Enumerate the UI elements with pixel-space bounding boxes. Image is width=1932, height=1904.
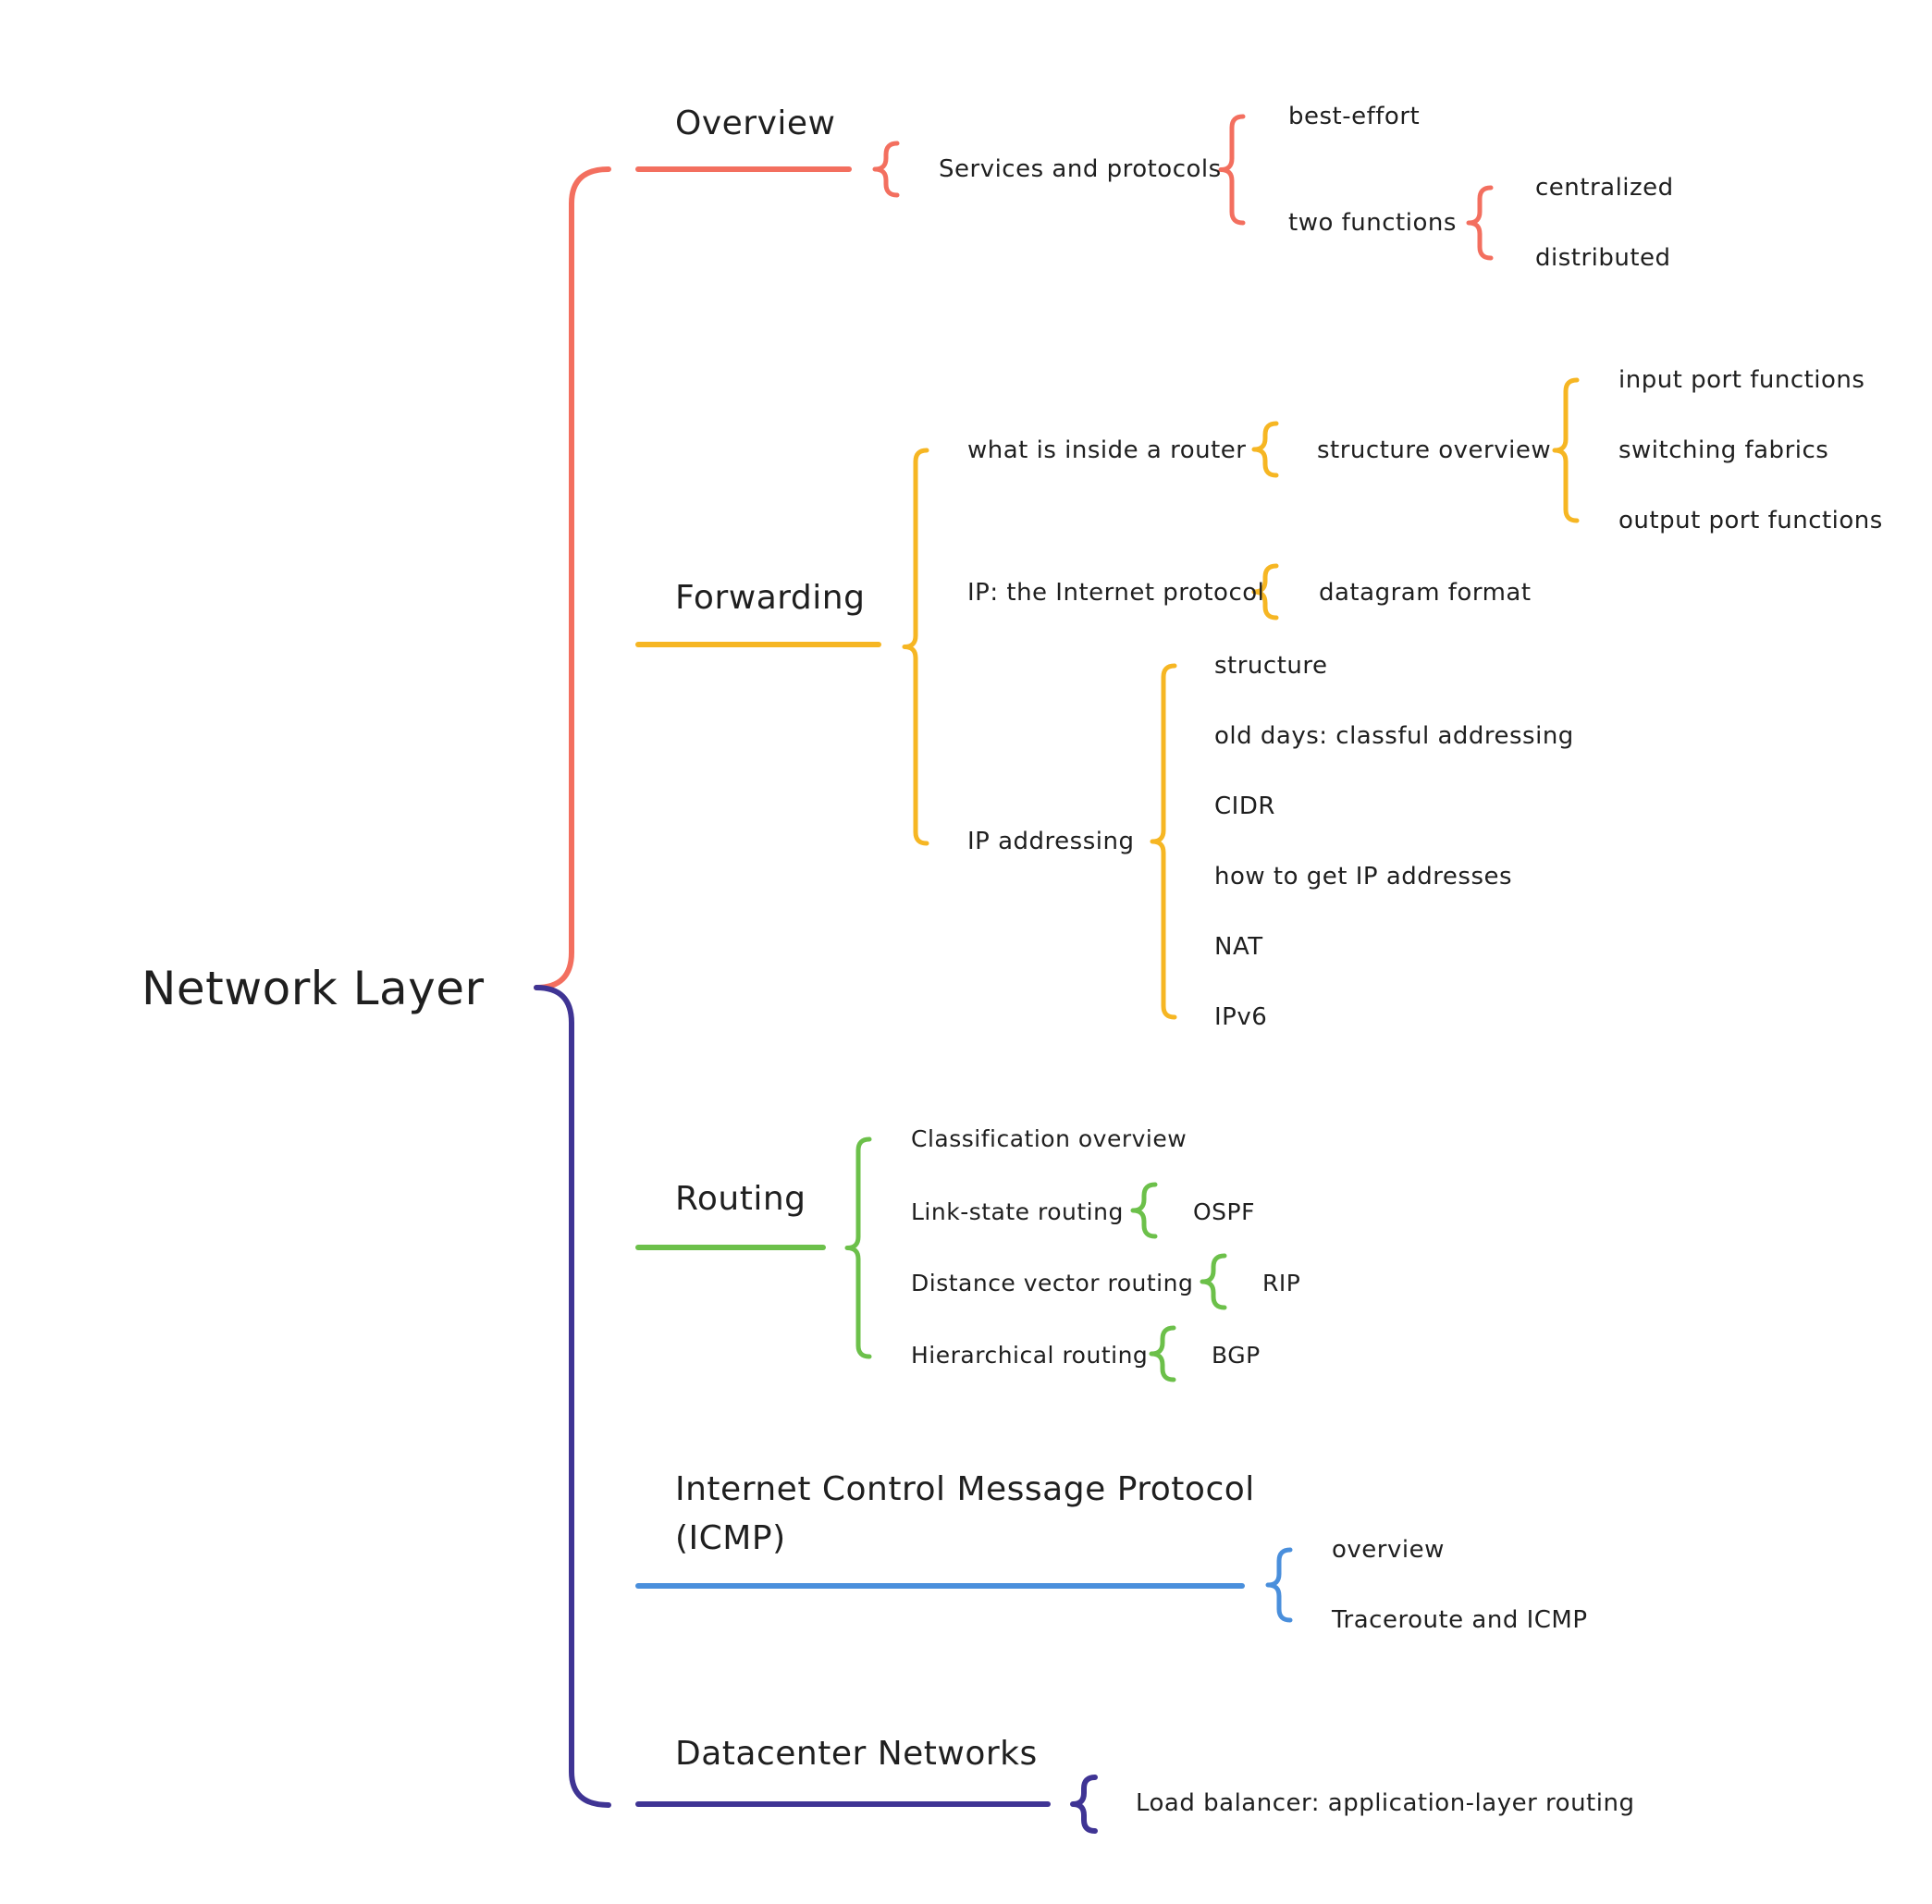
forwarding-ip: IP: the Internet protocol xyxy=(967,579,1265,607)
distance-vector-brace xyxy=(1200,1253,1227,1310)
addressing-item: structure xyxy=(1214,652,1328,680)
forwarding-structure-overview: structure overview xyxy=(1317,436,1552,464)
icmp-title-line2: (ICMP) xyxy=(675,1519,786,1557)
routing-classification: Classification overview xyxy=(911,1125,1188,1152)
routing-hierarchical: Hierarchical routing xyxy=(911,1342,1149,1369)
addressing-item: IPv6 xyxy=(1214,1003,1268,1031)
datacenter-title: Datacenter Networks xyxy=(675,1735,1038,1773)
routing-rip: RIP xyxy=(1262,1270,1301,1296)
overview-services: Services and protocols xyxy=(939,155,1222,183)
hierarchical-brace xyxy=(1149,1325,1176,1382)
root-brace-top xyxy=(534,166,611,990)
forwarding-brace xyxy=(902,448,929,846)
routing-ospf: OSPF xyxy=(1193,1198,1256,1225)
overview-distributed: distributed xyxy=(1535,244,1671,272)
forwarding-input-port: input port functions xyxy=(1618,366,1865,394)
forwarding-title: Forwarding xyxy=(675,579,866,617)
router-brace xyxy=(1251,421,1279,478)
routing-link-state: Link-state routing xyxy=(911,1198,1124,1225)
overview-title: Overview xyxy=(675,104,836,142)
routing-brace xyxy=(844,1136,872,1359)
forwarding-router: what is inside a router xyxy=(967,436,1247,464)
overview-two-functions: two functions xyxy=(1288,209,1457,237)
services-brace xyxy=(872,141,900,198)
root-label: Network Layer xyxy=(142,962,485,1015)
icmp-overview: overview xyxy=(1332,1536,1445,1564)
overview-centralized: centralized xyxy=(1535,174,1674,202)
datacenter-load-balancer: Load balancer: application-layer routing xyxy=(1136,1789,1635,1817)
forwarding-output-port: output port functions xyxy=(1618,507,1883,534)
two-functions-brace xyxy=(1466,185,1494,261)
ip-brace xyxy=(1251,563,1279,620)
datacenter-brace xyxy=(1070,1775,1098,1834)
icmp-title-line1: Internet Control Message Protocol xyxy=(675,1470,1255,1508)
addressing-item: NAT xyxy=(1214,933,1263,961)
forwarding-switching: switching fabrics xyxy=(1618,436,1829,464)
forwarding-datagram: datagram format xyxy=(1319,579,1532,607)
forwarding-addressing: IP addressing xyxy=(967,828,1135,855)
routing-bgp: BGP xyxy=(1212,1342,1261,1369)
routing-title: Routing xyxy=(675,1180,806,1218)
icmp-traceroute: Traceroute and ICMP xyxy=(1332,1606,1588,1634)
root-brace-bottom xyxy=(534,985,611,1808)
structure-overview-brace xyxy=(1552,377,1580,523)
addressing-item: old days: classful addressing xyxy=(1214,722,1574,750)
addressing-brace xyxy=(1150,663,1177,1020)
overview-best-effort: best-effort xyxy=(1288,103,1421,130)
icmp-brace xyxy=(1265,1547,1293,1623)
addressing-item: CIDR xyxy=(1214,792,1275,820)
link-state-brace xyxy=(1130,1182,1158,1239)
routing-distance-vector: Distance vector routing xyxy=(911,1270,1194,1296)
addressing-item: how to get IP addresses xyxy=(1214,863,1513,891)
services-children-brace xyxy=(1218,114,1246,226)
